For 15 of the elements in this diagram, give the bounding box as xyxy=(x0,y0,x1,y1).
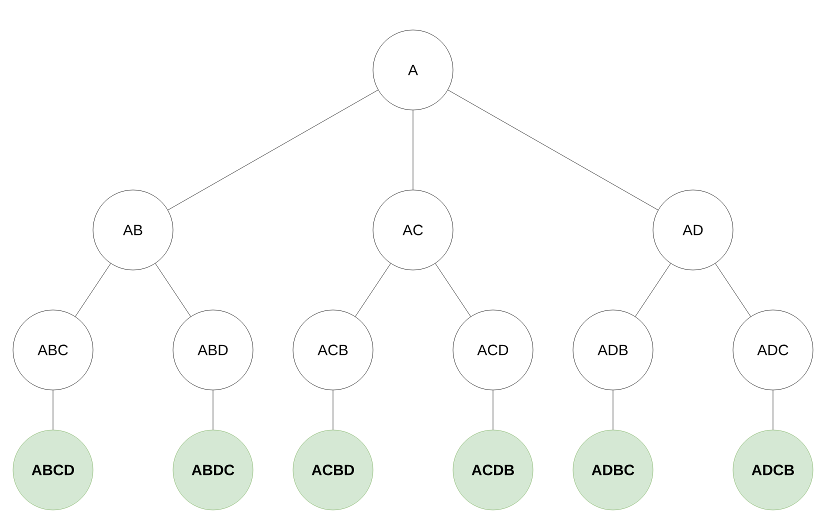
connector-line xyxy=(715,263,751,317)
connector-line xyxy=(52,390,54,430)
connector-line xyxy=(75,263,111,317)
connector-line xyxy=(772,390,774,430)
connector-line xyxy=(412,110,414,190)
connector-line xyxy=(448,90,658,210)
connector-line xyxy=(155,263,191,317)
connector-line xyxy=(168,90,378,210)
connector-line xyxy=(212,390,214,430)
connector-line xyxy=(612,390,614,430)
connector-line xyxy=(332,390,334,430)
connector-line xyxy=(435,263,471,317)
connector-line xyxy=(355,263,391,317)
connector-line xyxy=(635,263,671,317)
connector-line xyxy=(492,390,494,430)
